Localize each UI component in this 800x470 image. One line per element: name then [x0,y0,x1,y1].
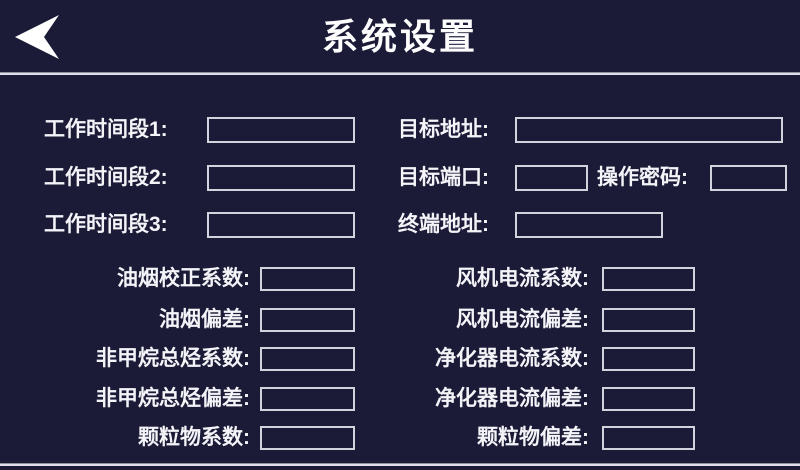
target-port-row: 目标端口: 操作密码: [398,165,793,191]
back-arrow-icon [13,15,61,59]
work-period-3-label: 工作时间段3: [44,213,168,236]
work-period-2-label: 工作时间段2: [44,166,168,189]
work-period-1-row: 工作时间段1: [44,117,364,143]
work-period-2-input[interactable] [207,165,355,191]
purifier-current-coefficient-label: 净化器电流系数: [435,347,589,370]
oil-smoke-deviation-label: 油烟偏差: [159,308,250,331]
purifier-current-deviation-row: 净化器电流偏差: [398,387,698,411]
work-period-1-input[interactable] [207,117,355,143]
work-period-2-row: 工作时间段2: [44,165,364,191]
fan-current-coefficient-label: 风机电流系数: [456,267,589,290]
pm-coefficient-input[interactable] [260,426,355,450]
back-button[interactable] [13,15,61,59]
fan-current-deviation-row: 风机电流偏差: [398,308,698,332]
fan-current-deviation-label: 风机电流偏差: [456,308,589,331]
nmhc-coefficient-row: 非甲烷总烃系数: [44,347,356,371]
pm-deviation-input[interactable] [602,426,695,450]
terminal-address-label: 终端地址: [398,213,489,236]
bottom-divider [0,463,800,466]
purifier-current-deviation-input[interactable] [602,387,695,411]
operation-password-input[interactable] [710,165,787,191]
nmhc-coefficient-label: 非甲烷总烃系数: [96,347,250,370]
pm-coefficient-label: 颗粒物系数: [138,426,250,449]
oil-smoke-deviation-input[interactable] [260,308,355,332]
target-address-label: 目标地址: [398,118,489,141]
terminal-address-row: 终端地址: [398,212,793,238]
oil-smoke-coefficient-label: 油烟校正系数: [117,267,250,290]
oil-smoke-coefficient-input[interactable] [260,267,355,291]
target-port-input[interactable] [515,165,588,191]
terminal-address-input[interactable] [515,212,663,238]
nmhc-coefficient-input[interactable] [260,347,355,371]
pm-deviation-label: 颗粒物偏差: [477,426,589,449]
purifier-current-coefficient-input[interactable] [602,347,695,371]
work-period-3-row: 工作时间段3: [44,212,364,238]
fan-current-coefficient-input[interactable] [602,267,695,291]
work-period-3-input[interactable] [207,212,355,238]
target-address-row: 目标地址: [398,117,793,143]
pm-coefficient-row: 颗粒物系数: [44,426,356,450]
operation-password-label: 操作密码: [597,166,688,189]
target-port-label: 目标端口: [398,166,489,189]
nmhc-deviation-input[interactable] [260,387,355,411]
work-period-1-label: 工作时间段1: [44,118,168,141]
fan-current-deviation-input[interactable] [602,308,695,332]
header-divider [0,72,800,75]
nmhc-deviation-row: 非甲烷总烃偏差: [44,387,356,411]
oil-smoke-deviation-row: 油烟偏差: [44,308,356,332]
target-address-input[interactable] [515,117,783,143]
nmhc-deviation-label: 非甲烷总烃偏差: [96,387,250,410]
purifier-current-deviation-label: 净化器电流偏差: [435,387,589,410]
header: 系统设置 [0,0,800,72]
pm-deviation-row: 颗粒物偏差: [398,426,698,450]
purifier-current-coefficient-row: 净化器电流系数: [398,347,698,371]
fan-current-coefficient-row: 风机电流系数: [398,267,698,291]
oil-smoke-coefficient-row: 油烟校正系数: [44,267,356,291]
page-title: 系统设置 [321,16,478,57]
